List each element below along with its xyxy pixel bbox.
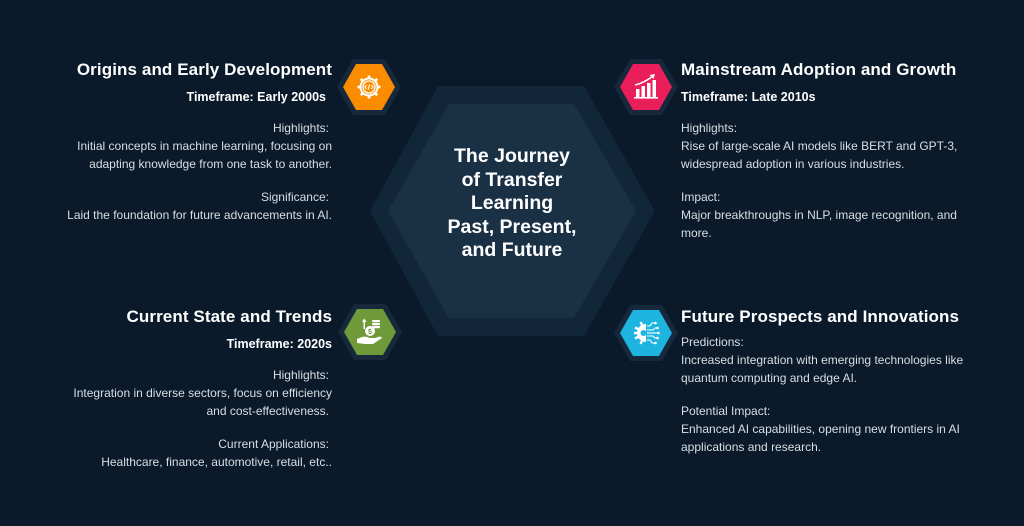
section-text: Major breakthroughs in NLP, image recogn…	[681, 208, 957, 222]
stage-title: Future Prospects and Innovations	[681, 307, 960, 326]
section-label: Predictions:	[681, 335, 744, 349]
section-text: Laid the foundation for future advanceme…	[67, 208, 332, 222]
future-icon-hexagon	[614, 305, 678, 361]
section-text: Enhanced AI capabilities, opening new fr…	[681, 422, 960, 436]
center-hexagon-inner	[388, 104, 636, 318]
section-text: quantum computing and edge AI.	[681, 371, 858, 385]
stage-timeframe: Timeframe: Early 2000s	[186, 90, 326, 104]
stage-timeframe: Timeframe: Late 2010s	[681, 90, 816, 104]
section-text: Integration in diverse sectors, focus on…	[73, 386, 332, 400]
section-label: Significance:	[260, 190, 329, 204]
section-text: Healthcare, finance, automotive, retail,…	[101, 455, 332, 469]
center-title-line: and Future	[461, 239, 563, 261]
center-title-line: The Journey	[454, 145, 570, 167]
stage-timeframe: Timeframe: 2020s	[226, 337, 332, 351]
stage-current: Current State and Trends Timeframe: 2020…	[73, 306, 332, 471]
stage-mainstream: Mainstream Adoption and Growth Timeframe…	[681, 59, 957, 242]
stage-title: Current State and Trends	[126, 307, 332, 326]
section-label: Potential Impact:	[681, 404, 771, 418]
center-title-line: Past, Present,	[447, 215, 577, 238]
section-text: widespread adoption in various industrie…	[681, 157, 905, 171]
growth-chart-icon	[634, 74, 658, 99]
section-label: Highlights:	[272, 368, 329, 382]
section-label: Current Applications:	[218, 437, 329, 451]
stage-origins: Origins and Early Development Timeframe:…	[67, 59, 332, 224]
section-text: Rise of large-scale AI models like BERT …	[681, 139, 958, 153]
section-text: adapting knowledge from one task to anot…	[89, 157, 332, 171]
section-text: Increased integration with emerging tech…	[681, 353, 964, 367]
section-label: Impact:	[681, 190, 721, 204]
mainstream-icon-hexagon	[614, 59, 678, 115]
svg-text:$: $	[368, 329, 372, 336]
origins-icon-hexagon	[337, 59, 401, 115]
center-title-line: of Transfer	[461, 168, 563, 191]
gear-circuit-icon	[634, 321, 660, 345]
center-title-line: Learning	[470, 192, 554, 214]
stage-title: Mainstream Adoption and Growth	[681, 60, 957, 79]
section-text: applications and research.	[681, 440, 822, 454]
hand-coins-icon: $	[357, 318, 382, 344]
section-label: Highlights:	[272, 121, 329, 135]
stage-future: Future Prospects and Innovations Predict…	[681, 306, 963, 456]
section-text: more.	[681, 226, 712, 240]
center-title: The Journey of Transfer Learning Past, P…	[412, 145, 612, 263]
gear-code-icon	[357, 75, 381, 99]
section-text: and cost-effectiveness.	[206, 404, 329, 418]
current-icon-hexagon: $	[338, 304, 402, 360]
stage-title: Origins and Early Development	[76, 60, 332, 79]
section-text: Initial concepts in machine learning, fo…	[77, 139, 332, 153]
section-label: Highlights:	[681, 121, 738, 135]
